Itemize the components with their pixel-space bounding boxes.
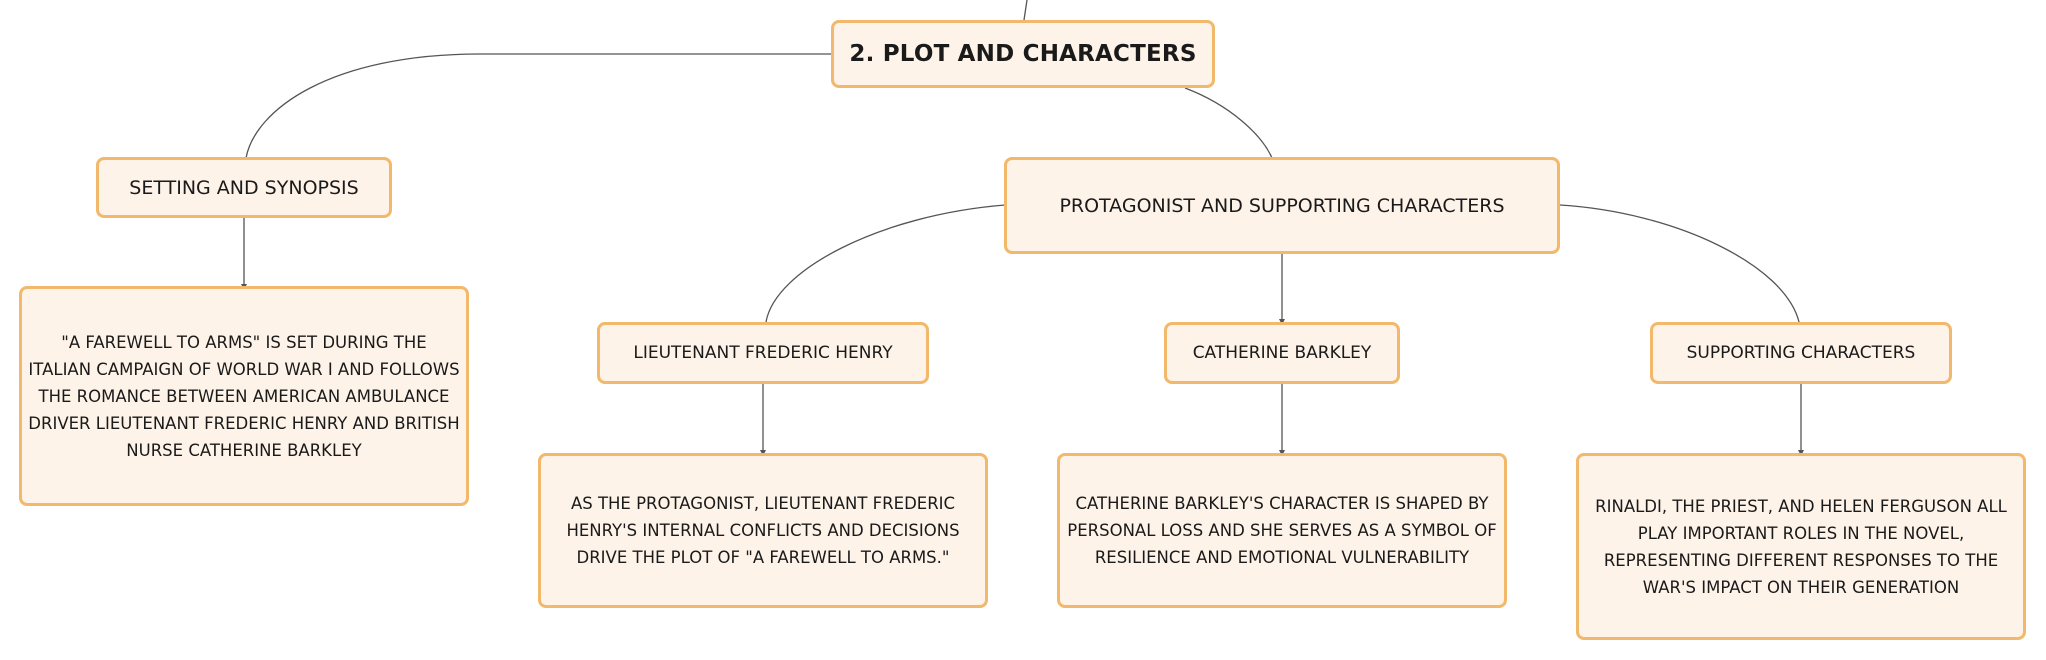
setting-label: SETTING AND SYNOPSIS — [129, 176, 359, 199]
supporting-description-text: RINALDI, THE PRIEST, AND HELEN FERGUSON … — [1595, 496, 2007, 597]
henry-description-text: AS THE PROTAGONIST, LIEUTENANT FREDERIC … — [566, 494, 960, 567]
catherine-node[interactable]: CATHERINE BARKLEY — [1164, 322, 1400, 384]
setting-description-text: "A FAREWELL TO ARMS" IS SET DURING THE I… — [28, 332, 460, 460]
connector-parent-to-root — [1023, 0, 1028, 21]
characters-node[interactable]: PROTAGONIST AND SUPPORTING CHARACTERS — [1004, 157, 1560, 254]
root-topic-label: 2. PLOT AND CHARACTERS — [849, 41, 1197, 67]
connector-characters-to-henry — [765, 204, 1006, 323]
characters-label: PROTAGONIST AND SUPPORTING CHARACTERS — [1059, 194, 1505, 217]
connector-root-to-setting — [245, 53, 832, 159]
supporting-label: SUPPORTING CHARACTERS — [1686, 343, 1916, 363]
henry-label: LIEUTENANT FREDERIC HENRY — [633, 343, 893, 363]
henry-node[interactable]: LIEUTENANT FREDERIC HENRY — [597, 322, 929, 384]
catherine-description-text: CATHERINE BARKLEY'S CHARACTER IS SHAPED … — [1067, 494, 1497, 567]
connector-root-to-characters — [1184, 87, 1273, 159]
henry-description-node[interactable]: AS THE PROTAGONIST, LIEUTENANT FREDERIC … — [538, 453, 988, 608]
supporting-description-node[interactable]: RINALDI, THE PRIEST, AND HELEN FERGUSON … — [1576, 453, 2026, 640]
catherine-label: CATHERINE BARKLEY — [1192, 343, 1372, 363]
setting-node[interactable]: SETTING AND SYNOPSIS — [96, 157, 392, 218]
setting-description-node[interactable]: "A FAREWELL TO ARMS" IS SET DURING THE I… — [19, 286, 469, 506]
supporting-node[interactable]: SUPPORTING CHARACTERS — [1650, 322, 1952, 384]
catherine-description-node[interactable]: CATHERINE BARKLEY'S CHARACTER IS SHAPED … — [1057, 453, 1507, 608]
connector-characters-to-supporting — [1559, 204, 1800, 323]
root-topic-node[interactable]: 2. PLOT AND CHARACTERS — [831, 20, 1215, 88]
